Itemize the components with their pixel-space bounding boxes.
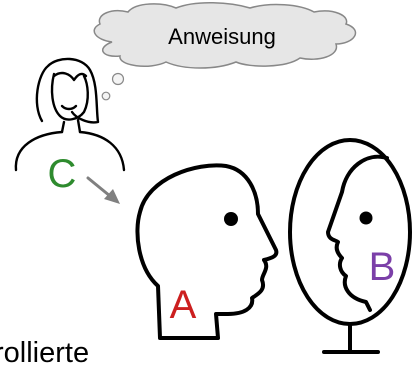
arrow-head xyxy=(104,189,120,204)
person-c xyxy=(14,57,126,172)
head-a xyxy=(135,163,279,340)
cloud-text: Anweisung xyxy=(168,24,276,49)
cloud-shape xyxy=(93,1,357,69)
mirror-reflection-profile xyxy=(326,154,389,312)
person-c-face xyxy=(50,72,89,121)
mirror-reflection-eye xyxy=(359,211,373,225)
person-c-hair xyxy=(35,57,100,124)
head-a-outline xyxy=(135,163,279,340)
head-a-eye xyxy=(224,212,238,226)
person-c-neck-left xyxy=(60,120,66,134)
caption-text: rollierte xyxy=(0,337,90,367)
thought-cloud: Anweisung xyxy=(93,1,357,101)
label-a: A xyxy=(170,283,197,327)
label-c: C xyxy=(48,152,77,196)
arrow-c-to-a xyxy=(86,176,120,204)
person-c-shoulders xyxy=(14,130,126,172)
cloud-tail-bubble-small xyxy=(101,91,111,101)
label-b: B xyxy=(369,245,396,289)
person-c-neck-right xyxy=(76,118,82,134)
person-c-fringe xyxy=(52,71,88,82)
arrow-shaft xyxy=(86,176,112,198)
person-c-mouth xyxy=(60,104,78,111)
cloud-tail-bubble-large xyxy=(111,72,125,86)
mirror-b xyxy=(288,138,412,354)
